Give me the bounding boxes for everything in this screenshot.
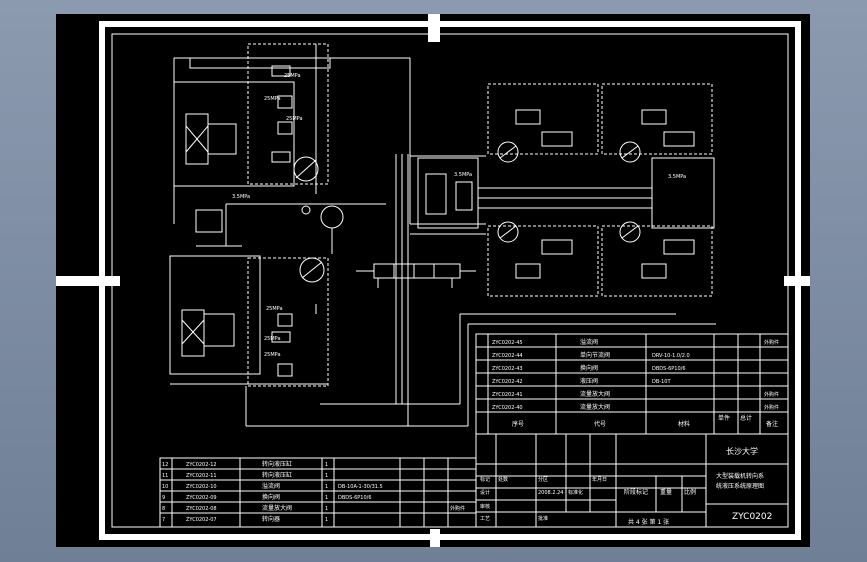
process-label: 工艺 <box>480 516 490 522</box>
title-label: 处数 <box>498 476 508 483</box>
bom-note: 外购件 <box>764 391 779 398</box>
bom-no: 7 <box>162 517 165 523</box>
steering-block-labels: 3.5MPa 3.5MPa <box>454 172 686 180</box>
bom-code: ZYC0202-43 <box>492 366 523 372</box>
bom-spec: DRV-10-1.0/2.0 <box>652 353 690 359</box>
bom-name: 流量放大阀 <box>262 504 292 512</box>
review-label: 审核 <box>480 503 490 510</box>
bom-name: 换向阀 <box>262 493 280 501</box>
top-unit-labels: 25MPa 25MPa 25MPa 3.5MPa <box>232 73 303 200</box>
bom-code: ZYC0202-42 <box>492 379 523 385</box>
pressure-label: 25MPa <box>284 73 301 79</box>
pressure-label: 25MPa <box>266 306 283 312</box>
header-total: 总计 <box>740 414 752 422</box>
title-label: 分区 <box>538 476 548 483</box>
bom-code: ZYC0202-44 <box>492 353 523 359</box>
bom-code: ZYC0202-07 <box>186 517 217 523</box>
bom-name: 溢流阀 <box>580 338 598 346</box>
approve-label: 批准 <box>538 515 548 522</box>
bom-no: 11 <box>162 473 168 479</box>
header-no: 序号 <box>512 420 524 428</box>
top-unit <box>185 65 319 182</box>
bom-name: 转向器 <box>262 515 280 523</box>
bom-no: 12 <box>162 462 168 468</box>
bom-name: 单向节流阀 <box>580 351 610 359</box>
bom-note: 外购件 <box>764 339 779 346</box>
bom-name: 溢流阀 <box>262 482 280 490</box>
bom-spec: DBDS-6P10/6 <box>338 495 372 501</box>
bom-code: ZYC0202-45 <box>492 340 523 346</box>
scale-label: 比例 <box>684 488 696 496</box>
bom-code: ZYC0202-11 <box>186 473 217 479</box>
drawing-sheet: 25MPa 25MPa 25MPa 3.5MPa <box>56 14 810 547</box>
design-label: 设计 <box>480 489 490 496</box>
bom-code: ZYC0202-10 <box>186 484 217 490</box>
bom-name: 换向阀 <box>580 364 598 372</box>
bom-no: 10 <box>162 484 168 490</box>
bom-code: ZYC0202-08 <box>186 506 217 512</box>
bom-right-table <box>475 333 789 435</box>
pipe-network <box>169 43 716 427</box>
bom-qty: 1 <box>325 495 328 501</box>
main-pump <box>195 205 344 254</box>
pressure-label: 25MPa <box>286 116 303 122</box>
bom-note: 外购件 <box>450 505 465 512</box>
bottom-unit <box>181 257 325 377</box>
pressure-label: 25MPa <box>264 352 281 358</box>
pressure-label: 3.5MPa <box>454 172 472 178</box>
pressure-label: 3.5MPa <box>232 194 250 200</box>
bottom-unit-labels: 25MPa 25MPa 25MPa <box>264 306 283 358</box>
bom-qty: 1 <box>325 517 328 523</box>
header-code: 代号 <box>594 420 606 428</box>
bom-qty: 1 <box>325 462 328 468</box>
header-unit: 单件 <box>718 414 730 422</box>
organization-name: 长沙大学 <box>726 446 758 456</box>
design-date: 2008.2.24 <box>538 490 563 496</box>
bom-name: 转向液压缸 <box>262 460 292 468</box>
bom-left-table <box>159 457 477 528</box>
title-label: 标记 <box>480 476 490 483</box>
sheet-info: 共 4 张 第 1 张 <box>628 518 669 526</box>
bom-qty: 1 <box>325 506 328 512</box>
steering-block <box>417 83 715 297</box>
bom-spec: DB-10T <box>652 379 671 385</box>
bom-code: ZYC0202-12 <box>186 462 217 468</box>
sheet-frame <box>99 21 801 540</box>
bom-qty: 1 <box>325 473 328 479</box>
direction-valve <box>356 263 476 288</box>
bom-no: 8 <box>162 506 165 512</box>
header-remarks: 备注 <box>766 420 778 428</box>
bom-code: ZYC0202-40 <box>492 405 523 411</box>
bom-no: 9 <box>162 495 165 501</box>
stage-label: 阶段标记 <box>624 488 648 496</box>
header-material: 材料 <box>678 420 690 428</box>
pressure-label: 25MPa <box>264 96 281 102</box>
bom-right-header: 序号 代号 材料 单件 总计 备注 <box>512 414 778 428</box>
standardization-label: 标准化 <box>568 489 583 496</box>
drawing-title-line-1: 大型装载机转向系 <box>716 472 764 480</box>
bom-name: 转向液压缸 <box>262 471 292 479</box>
bom-name: 流量放大阀 <box>580 390 610 398</box>
centering-marks <box>56 14 810 547</box>
bom-spec: DB-10A-1-30/31.5 <box>338 484 383 490</box>
title-block-text: 长沙大学 大型装载机转向系 统液压系统原理图 ZYC0202 阶段标记 重量 比… <box>480 446 772 526</box>
pressure-label: 25MPa <box>264 336 281 342</box>
bom-name: 液压阀 <box>580 377 598 385</box>
bom-qty: 1 <box>325 484 328 490</box>
pressure-label: 3.5MPa <box>668 174 686 180</box>
title-label: 年月日 <box>592 476 607 483</box>
drawing-number: ZYC0202 <box>732 512 772 522</box>
bom-name: 流量放大阀 <box>580 403 610 411</box>
bom-code: ZYC0202-41 <box>492 392 523 398</box>
bom-code: ZYC0202-09 <box>186 495 217 501</box>
bom-spec: DBDS-6P10/6 <box>652 366 686 372</box>
drawing-title-line-2: 统液压系统原理图 <box>716 482 764 490</box>
weight-label: 重量 <box>660 488 672 496</box>
hydraulic-schematic: 25MPa 25MPa 25MPa 3.5MPa <box>56 14 810 547</box>
bom-note: 外购件 <box>764 404 779 411</box>
